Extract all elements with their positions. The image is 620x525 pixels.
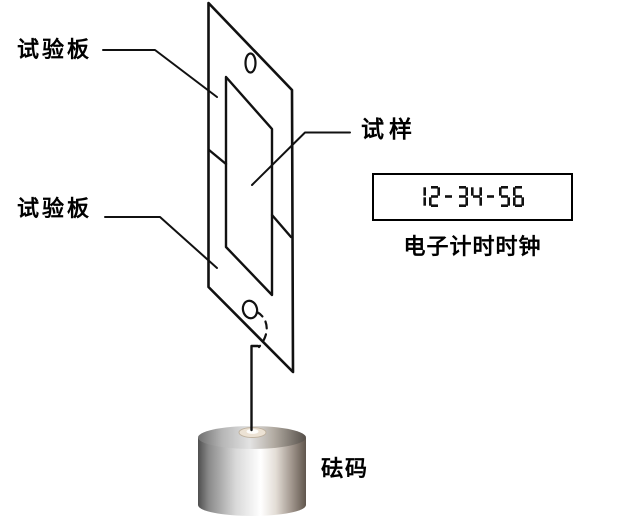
segment <box>471 187 474 196</box>
segment <box>431 204 438 207</box>
segment <box>507 197 510 206</box>
segment <box>473 195 480 198</box>
hook-ring-hidden-arc <box>255 310 268 349</box>
segment <box>501 195 508 198</box>
plate-joint-edge-left <box>207 148 228 166</box>
segment <box>431 186 438 189</box>
weight-cylinder <box>198 426 306 516</box>
segment <box>423 197 426 206</box>
segment <box>459 186 466 189</box>
weight-hole-center <box>246 429 259 434</box>
label-weight: 砝码 <box>321 456 370 481</box>
segment <box>521 197 524 206</box>
segment <box>513 197 516 206</box>
segment <box>459 195 466 198</box>
leader-test-plate-top <box>102 49 218 98</box>
hanging-hole <box>244 52 257 74</box>
digital-clock-display <box>372 173 573 221</box>
segment <box>431 195 438 198</box>
segment <box>445 195 452 198</box>
segment <box>423 187 426 196</box>
segment <box>479 197 482 206</box>
weight-body <box>198 438 306 516</box>
hook-ring <box>241 299 259 320</box>
segment <box>499 187 502 196</box>
segment <box>515 195 522 198</box>
test-plate-outline <box>207 1 295 374</box>
leader-specimen <box>251 131 351 186</box>
label-specimen: 试样 <box>361 116 417 142</box>
segment <box>429 197 432 206</box>
plate-joint-edge-right <box>270 213 293 239</box>
segment <box>513 187 516 196</box>
segment <box>479 187 482 196</box>
segment <box>501 186 508 189</box>
segment <box>465 187 468 196</box>
segment <box>437 187 440 196</box>
seven-segment-digits <box>423 186 524 207</box>
hanging-wire <box>250 344 260 432</box>
segment <box>515 186 522 189</box>
label-clock-caption: 电子计时时钟 <box>403 234 542 259</box>
label-test-plate-top: 试验板 <box>17 37 93 62</box>
segment <box>487 195 494 198</box>
specimen-outline <box>224 75 274 297</box>
leader-test-plate-bottom <box>104 216 218 269</box>
segment <box>459 204 466 207</box>
segment <box>501 204 508 207</box>
segment <box>515 204 522 207</box>
label-test-plate-bottom: 试验板 <box>17 196 93 221</box>
segment <box>465 197 468 206</box>
